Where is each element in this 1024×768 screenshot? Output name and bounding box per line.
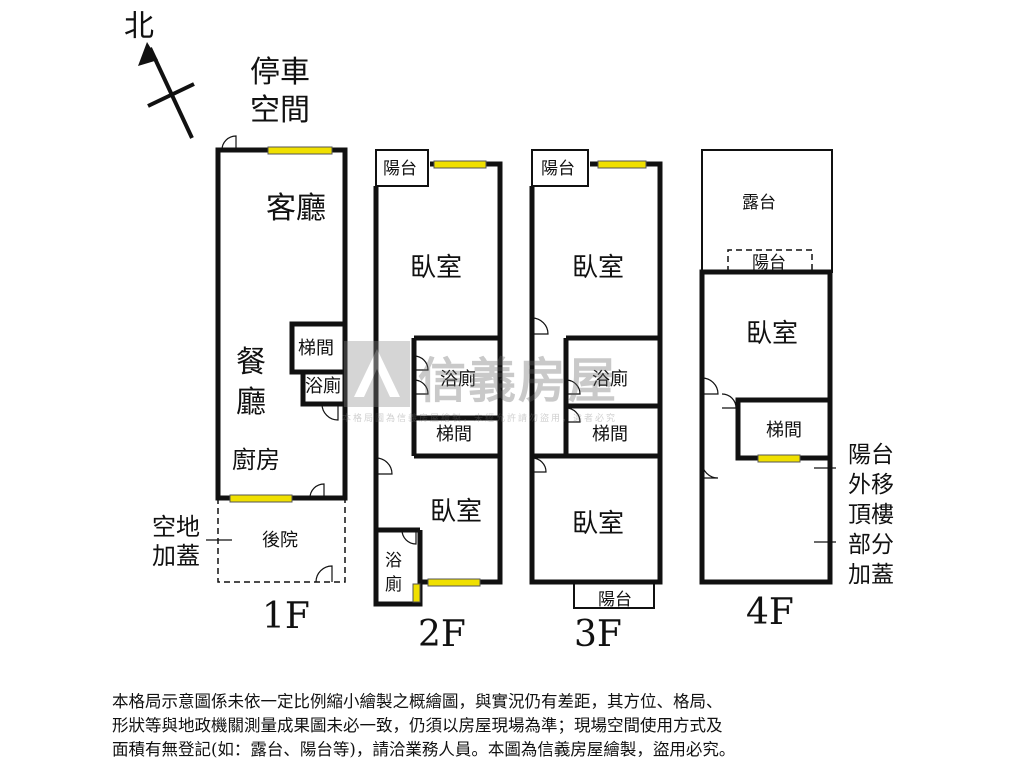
room-bath: 浴廁 bbox=[440, 368, 476, 390]
door-arc bbox=[321, 403, 339, 421]
floor-3: 陽台 臥室 浴廁 梯間 臥室 陽台 3F bbox=[529, 149, 663, 655]
room-balcony-front: 陽台 bbox=[541, 159, 575, 179]
room-backyard: 後院 bbox=[262, 530, 298, 551]
door-arc bbox=[375, 457, 393, 475]
room-balcony: 陽台 bbox=[383, 159, 417, 179]
door-arc bbox=[565, 407, 581, 423]
disclaimer-line: 本格局示意圖係未依一定比例縮小繪製之概繪圖，與實況仍有差距，其方位、格局、 bbox=[112, 692, 723, 711]
north-compass: 北 bbox=[124, 9, 195, 139]
note-line3: 頂樓 bbox=[848, 502, 894, 528]
door-arc bbox=[413, 355, 429, 371]
room-terrace: 露台 bbox=[742, 193, 776, 213]
parking-label-line2: 空間 bbox=[250, 93, 310, 128]
room-bedroom-back: 臥室 bbox=[572, 509, 624, 539]
room-bath: 浴廁 bbox=[592, 368, 628, 390]
note-line4: 部分 bbox=[848, 532, 894, 558]
window bbox=[267, 146, 333, 155]
room-stairs: 梯間 bbox=[436, 424, 472, 445]
window bbox=[427, 578, 481, 587]
door-arc bbox=[413, 379, 429, 395]
watermark-brand: 信義房屋 bbox=[418, 353, 619, 409]
room-balcony-back: 陽台 bbox=[598, 590, 632, 610]
parking-label-line1: 停車 bbox=[250, 55, 310, 90]
room-stairs: 梯間 bbox=[766, 420, 802, 441]
brand-watermark: 信義房屋 本格局圖為信義房屋繪製，未經允許請勿盜用，違者必究 bbox=[338, 335, 698, 425]
room-balcony: 陽台 bbox=[752, 253, 786, 273]
disclaimer-line: 形狀等與地政機關測量成果圖未必一致，仍須以房屋現場為準；現場空間使用方式及 bbox=[112, 716, 723, 735]
floor-label-2f: 2F bbox=[418, 614, 466, 655]
room-bedroom-front: 臥室 bbox=[410, 253, 462, 283]
room-dining-2: 廳 bbox=[236, 385, 266, 420]
door-arc bbox=[401, 529, 417, 545]
disclaimer-line: 面積有無登記(如：露台、陽台等)，請洽業務人員。本圖為信義房屋繪製，盜用必究。 bbox=[112, 740, 736, 759]
room-stairs: 梯間 bbox=[298, 338, 334, 359]
room-bath2-1: 浴 bbox=[385, 551, 402, 571]
room-bedroom-back: 臥室 bbox=[430, 497, 482, 527]
floor-label-3f: 3F bbox=[574, 614, 622, 655]
door-arc bbox=[221, 135, 237, 151]
room-living: 客廳 bbox=[266, 191, 326, 226]
floor-plan: 北 停車 空間 客廳 餐 廳 梯間 浴廁 廚房 後院 空地 加蓋 1F bbox=[124, 9, 894, 655]
watermark-fine-print: 本格局圖為信義房屋繪製，未經允許請勿盜用，違者必究 bbox=[342, 414, 618, 424]
door-arc bbox=[721, 393, 737, 409]
floor-2: 陽台 臥室 浴廁 梯間 臥室 浴 廁 2F bbox=[373, 149, 503, 655]
room-dining-1: 餐 bbox=[236, 345, 266, 380]
addon-label-2: 加蓋 bbox=[152, 542, 200, 570]
room-bath2-2: 廁 bbox=[385, 574, 402, 595]
door-arc bbox=[315, 565, 333, 583]
floor-label-4f: 4F bbox=[746, 592, 794, 633]
window bbox=[757, 454, 801, 463]
floor-1: 客廳 餐 廳 梯間 浴廁 廚房 後院 空地 加蓋 1F bbox=[152, 135, 348, 637]
door-arc bbox=[701, 461, 719, 479]
addon-label-1: 空地 bbox=[152, 513, 200, 541]
brand-logo-icon bbox=[344, 341, 410, 407]
floor-label-1f: 1F bbox=[262, 596, 310, 637]
north-label: 北 bbox=[124, 9, 154, 44]
floor-4: 露台 陽台 臥室 梯間 陽台 外移 頂樓 部分 加蓋 4F bbox=[699, 149, 894, 633]
disclaimer: 本格局示意圖係未依一定比例縮小繪製之概繪圖，與實況仍有差距，其方位、格局、 形狀… bbox=[112, 690, 912, 762]
room-stairs: 梯間 bbox=[592, 424, 628, 445]
room-bedroom: 臥室 bbox=[746, 319, 798, 349]
door-arc bbox=[531, 457, 547, 473]
note-line1: 陽台 bbox=[848, 442, 894, 468]
door-arc bbox=[309, 483, 325, 499]
window bbox=[433, 160, 487, 169]
window bbox=[597, 160, 647, 169]
door-arc bbox=[531, 317, 549, 335]
window bbox=[229, 494, 293, 503]
door-arc bbox=[701, 377, 719, 395]
note-line2: 外移 bbox=[848, 472, 894, 498]
room-bedroom-front: 臥室 bbox=[572, 253, 624, 283]
room-bath: 浴廁 bbox=[305, 375, 341, 397]
note-line5: 加蓋 bbox=[848, 562, 894, 588]
room-kitchen: 廚房 bbox=[232, 446, 280, 474]
window bbox=[412, 583, 421, 603]
door-arc bbox=[565, 379, 581, 395]
